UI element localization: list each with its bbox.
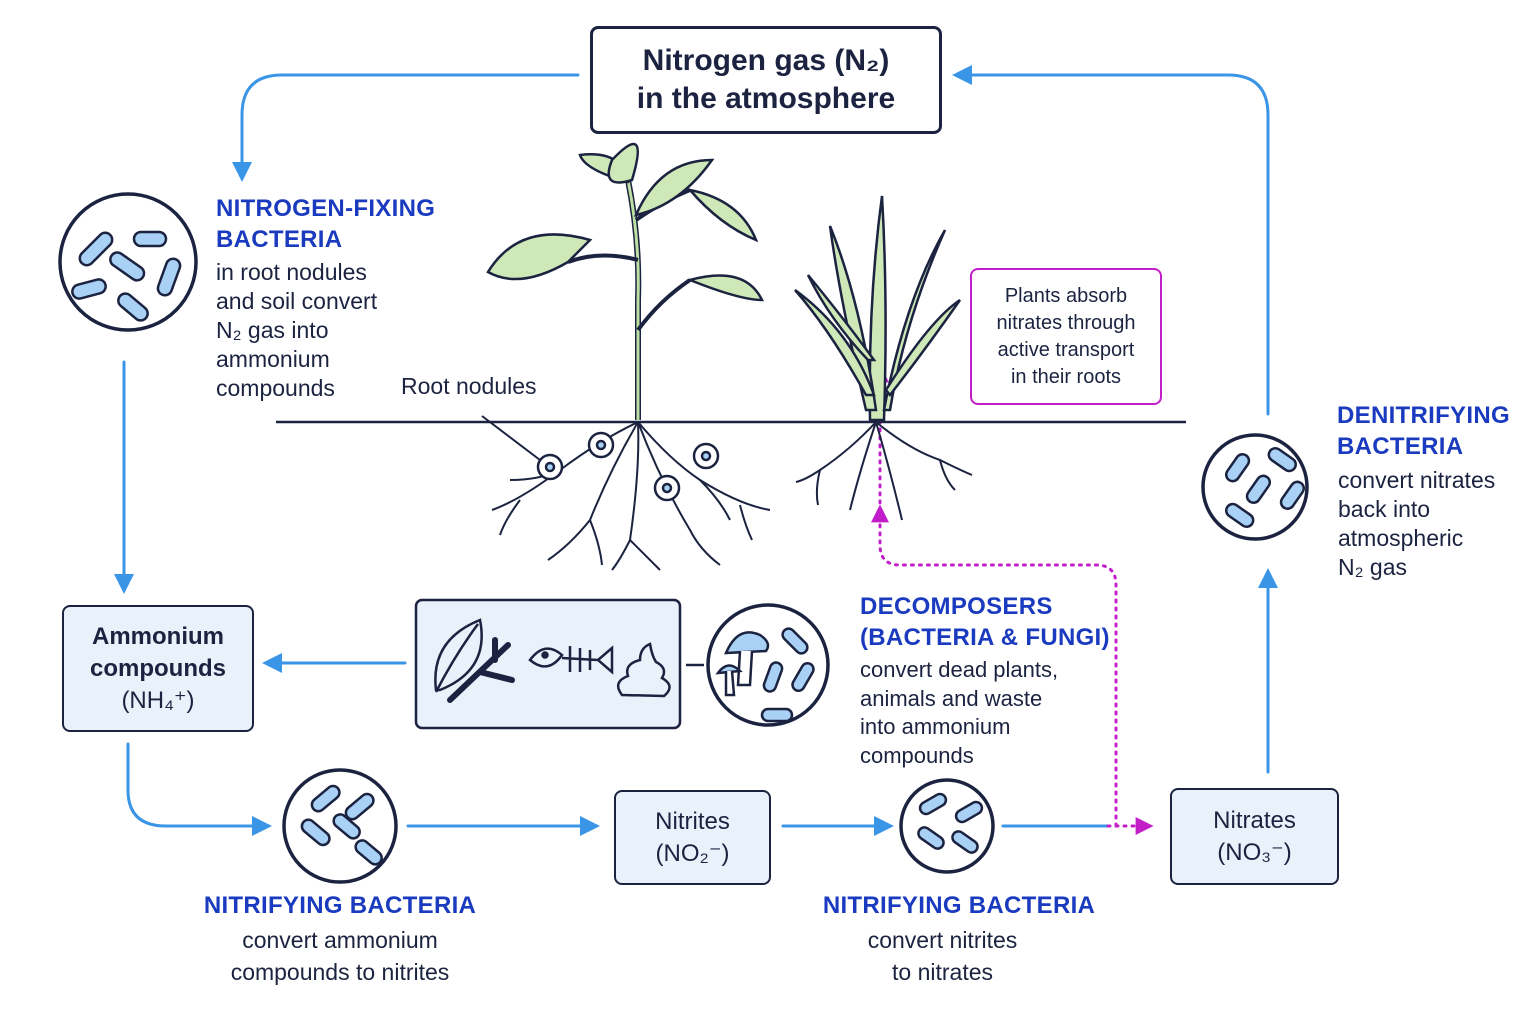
flow-arrows <box>114 65 1278 836</box>
absorption-arrow <box>871 364 1154 835</box>
fish-bone-icon <box>528 645 614 675</box>
nitrifying1-heading: NITRIFYING BACTERIA <box>203 892 477 919</box>
root-nodules <box>536 431 720 502</box>
arrow-denitrifying-to-atmosphere <box>952 65 1270 416</box>
dead-matter-box <box>414 598 682 730</box>
bacteria-icon-fixing <box>58 192 198 332</box>
arrow-ammonium-to-nitrifying <box>126 742 272 836</box>
waste-icon <box>616 642 671 698</box>
mushroom-icon <box>715 631 770 697</box>
nitrites-box: Nitrites (NO₂⁻) <box>614 790 771 885</box>
nitrifying1-description: convert ammonium compounds to nitrites <box>230 927 450 985</box>
nitrifying2-description: convert nitrites to nitrates <box>867 927 1018 985</box>
atmosphere-line2: in the atmosphere <box>636 82 896 115</box>
fixing-heading: NITROGEN-FIXING BACTERIA <box>216 195 436 253</box>
fixing-description: in root nodules and soil convert N₂ gas … <box>216 259 378 401</box>
atmosphere-box: Nitrogen gas (N₂) in the atmosphere <box>590 26 942 134</box>
denitrifying-heading: DENITRIFYING BACTERIA <box>1337 402 1510 460</box>
bacteria-icon-nitrifying-1 <box>282 768 398 884</box>
decomposers-heading: DECOMPOSERS (BACTERIA & FUNGI) <box>860 593 1110 651</box>
plant-icon <box>481 142 771 571</box>
bacteria-icon-denitrifying <box>1201 433 1309 541</box>
decomposers-description: convert dead plants, animals and waste i… <box>860 657 1059 768</box>
denitrifying-description: convert nitrates back into atmospheric N… <box>1338 467 1496 580</box>
nitrifying2-heading: NITRIFYING BACTERIA <box>822 892 1096 919</box>
atmosphere-line1: Nitrogen gas (N₂) <box>642 44 890 77</box>
arrow-atmosphere-to-fixing <box>232 73 580 182</box>
nitrates-box: Nitrates (NO₃⁻) <box>1170 788 1339 885</box>
bacteria-icon-nitrifying-2 <box>899 778 995 874</box>
twig-icon <box>447 637 515 703</box>
leaf-icon <box>434 618 483 693</box>
root-nodules-label: Root nodules <box>401 373 537 399</box>
root-nodules-pointer <box>481 415 541 461</box>
plants-absorb-note: Plants absorb nitrates through active tr… <box>970 268 1162 405</box>
grass-icon <box>794 195 973 521</box>
ammonium-box: Ammonium compounds (NH₄⁺) <box>62 605 254 732</box>
decomposer-icon <box>706 603 830 727</box>
